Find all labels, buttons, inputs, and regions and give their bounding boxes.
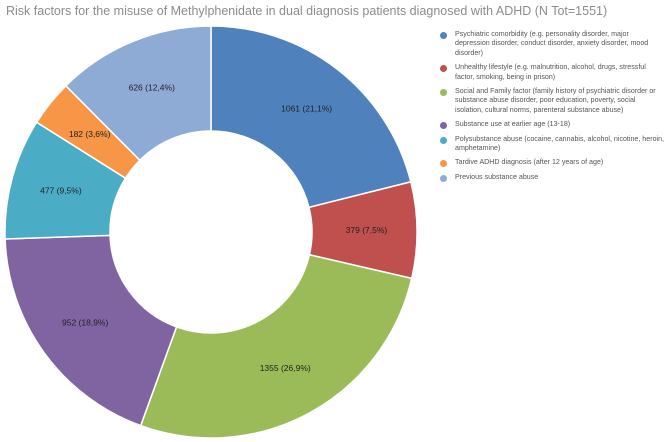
legend-item-social-and-family-factor: Social and Family factor (family history… [440, 87, 665, 115]
legend-item-tardive-adhd-diagnosis: Tardive ADHD diagnosis (after 12 years o… [440, 158, 665, 168]
slice-social-and-family-factor [139, 253, 413, 439]
slice-psychiatric-comorbidity [210, 25, 412, 209]
legend-swatch [440, 89, 447, 97]
legend-item-substance-use-at-earlier-age: Substance use at earlier age (13-18) [440, 120, 665, 130]
legend-swatch [440, 32, 447, 39]
legend-swatch [440, 174, 447, 182]
chart-legend: Psychiatric comorbidity (e.g. personalit… [440, 30, 665, 187]
legend-label: Psychiatric comorbidity (e.g. personalit… [455, 30, 649, 57]
chart-title: Risk factors for the misuse of Methylphe… [6, 4, 608, 18]
legend-item-previous-substance-abuse: Previous substance abuse [440, 173, 665, 182]
legend-swatch [440, 136, 447, 144]
legend-label: Tardive ADHD diagnosis (after 12 years o… [455, 158, 604, 167]
legend-label: Previous substance abuse [455, 172, 539, 181]
slice-label-polysubstance-abuse: 477 (9,5%) [40, 186, 82, 196]
legend-label: Unhealthy lifestyle (e.g. malnutrition, … [455, 63, 646, 81]
slice-label-substance-use-at-earlier-age: 952 (18,9%) [62, 318, 108, 328]
legend-swatch [440, 122, 447, 130]
slice-substance-use-at-earlier-age [4, 234, 178, 427]
slice-label-tardive-adhd-diagnosis: 182 (3,6%) [69, 129, 111, 139]
legend-item-psychiatric-comorbidity: Psychiatric comorbidity (e.g. personalit… [440, 30, 665, 58]
slice-previous-substance-abuse [64, 25, 212, 162]
legend-swatch [440, 65, 447, 73]
legend-label: Substance use at earlier age (13-18) [455, 120, 571, 129]
legend-swatch [440, 160, 447, 168]
legend-label: Polysubstance abuse (cocaine, cannabis, … [455, 134, 665, 153]
slice-label-unhealthy-lifestyle: 379 (7,5%) [346, 225, 388, 235]
legend-item-unhealthy-lifestyle: Unhealthy lifestyle (e.g. malnutrition, … [440, 63, 665, 82]
slice-label-psychiatric-comorbidity: 1061 (21,1%) [281, 104, 332, 114]
slice-label-previous-substance-abuse: 626 (12,4%) [129, 82, 175, 92]
legend-label: Social and Family factor (family history… [455, 87, 656, 114]
slice-label-social-and-family-factor: 1355 (26,9%) [260, 363, 311, 373]
donut-chart: 1061 (21,1%) 379 (7,5%) 1355 (26,9%) 952 (1… [4, 25, 418, 439]
legend-item-polysubstance-abuse: Polysubstance abuse (cocaine, cannabis, … [440, 135, 665, 154]
